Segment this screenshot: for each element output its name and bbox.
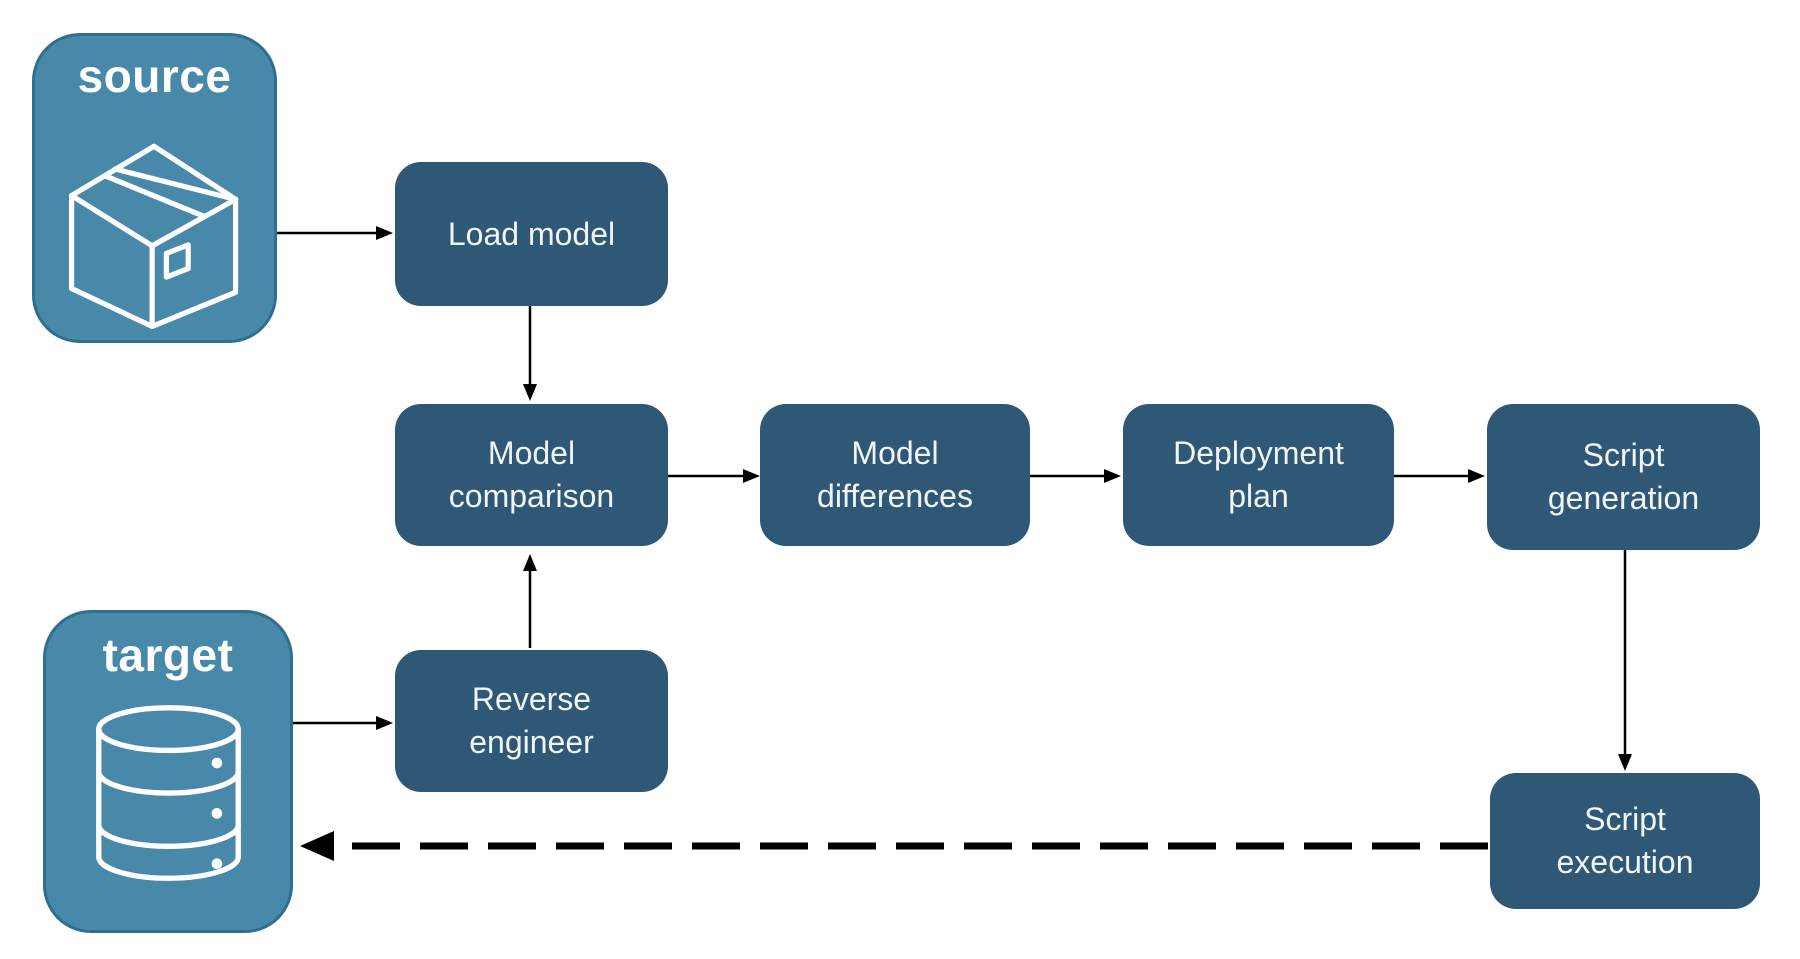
step-model-differences-label: Model differences: [817, 435, 973, 514]
edge-script-generation-to-script-execution: [1618, 550, 1632, 771]
edge-target-to-reverse-engineer: [293, 716, 393, 730]
step-reverse-engineer-label: Reverse engineer: [469, 681, 594, 760]
step-deployment-plan: Deployment plan: [1123, 404, 1394, 546]
edge-reverse-engineer-to-model-comparison: [523, 554, 537, 648]
step-model-differences: Model differences: [760, 404, 1030, 546]
step-script-generation-label: Script generation: [1547, 437, 1700, 516]
edge-deployment-plan-to-script-generation: [1394, 469, 1485, 483]
step-script-execution: Script execution: [1490, 773, 1760, 909]
step-load-model-label: Load model: [447, 215, 616, 252]
target-label: target: [102, 629, 234, 681]
step-reverse-engineer: Reverse engineer: [395, 650, 668, 792]
step-model-comparison: Model comparison: [395, 404, 668, 546]
step-model-comparison-label: Model comparison: [448, 435, 615, 514]
step-script-execution-label: Script execution: [1556, 801, 1694, 880]
node-target: target: [43, 610, 293, 933]
edge-load-model-to-model-comparison: [523, 306, 537, 401]
edge-script-execution-to-target: [300, 831, 1488, 861]
source-label: source: [77, 50, 232, 102]
step-script-generation: Script generation: [1487, 404, 1760, 550]
step-load-model: Load model: [395, 162, 668, 306]
node-source: source: [32, 33, 277, 343]
edge-model-comparison-to-model-differences: [668, 469, 760, 483]
edge-source-to-load-model: [277, 226, 393, 240]
edge-model-differences-to-deployment-plan: [1030, 469, 1121, 483]
step-deployment-plan-label: Deployment plan: [1173, 435, 1344, 514]
database-icon: [95, 705, 241, 881]
package-icon: [68, 143, 238, 329]
